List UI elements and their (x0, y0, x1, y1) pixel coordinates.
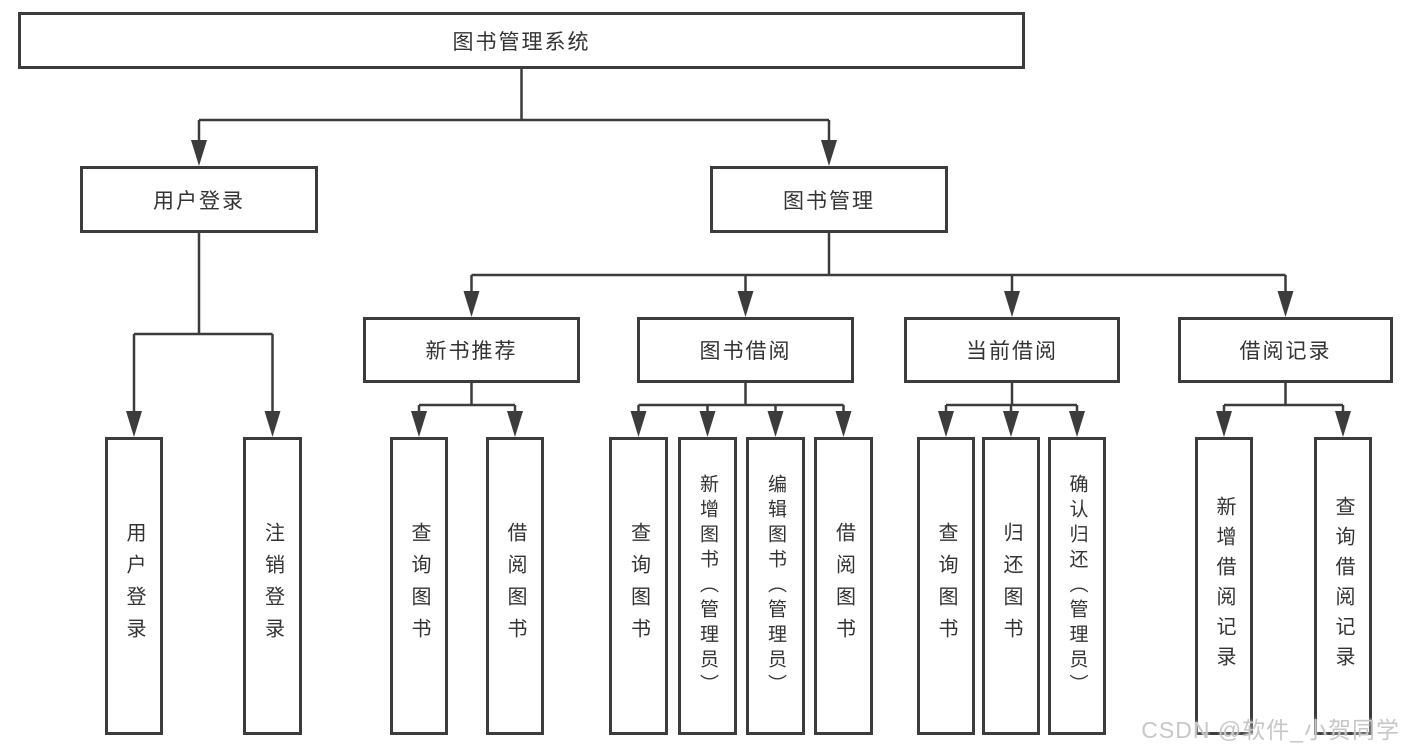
connector-user-login-children (126, 233, 281, 437)
leaf-nb-borrow-books: 借阅图书 (486, 437, 544, 735)
leaf-bb-add-books-admin: 新增图书（管理员） (678, 437, 737, 735)
connector-root-to-level2 (191, 69, 837, 166)
leaf-bb-query-books: 查询图书 (609, 437, 668, 735)
node-user-login: 用户登录 (80, 166, 318, 233)
leaf-br-add-record: 新增借阅记录 (1195, 437, 1253, 735)
leaf-cb-return-books: 归还图书 (982, 437, 1040, 735)
node-book-management: 图书管理 (710, 166, 948, 233)
leaf-user-login: 用户登录 (105, 437, 163, 735)
connector-borrowing-records-children (1216, 383, 1351, 437)
leaf-nb-query-books: 查询图书 (390, 437, 448, 735)
connector-book-borrowing-children (630, 383, 852, 437)
leaf-cb-query-books: 查询图书 (917, 437, 975, 735)
leaf-logout: 注销登录 (243, 437, 302, 735)
leaf-bb-borrow-books: 借阅图书 (814, 437, 873, 735)
leaf-bb-edit-books-admin: 编辑图书（管理员） (746, 437, 805, 735)
node-new-book-recommendation: 新书推荐 (363, 317, 580, 383)
node-library-management-system: 图书管理系统 (18, 12, 1025, 69)
connector-book-management-to-level3 (463, 233, 1294, 317)
leaf-cb-confirm-return-admin: 确认归还（管理员） (1048, 437, 1106, 735)
connector-current-borrowing-children (938, 383, 1085, 437)
connector-new-book-children (411, 383, 523, 437)
csdn-watermark: CSDN @软件_小贺同学 (1141, 717, 1400, 743)
leaf-br-query-record: 查询借阅记录 (1314, 437, 1372, 735)
node-borrowing-records: 借阅记录 (1178, 317, 1393, 383)
node-current-borrowing: 当前借阅 (904, 317, 1120, 383)
node-book-borrowing: 图书借阅 (637, 317, 854, 383)
